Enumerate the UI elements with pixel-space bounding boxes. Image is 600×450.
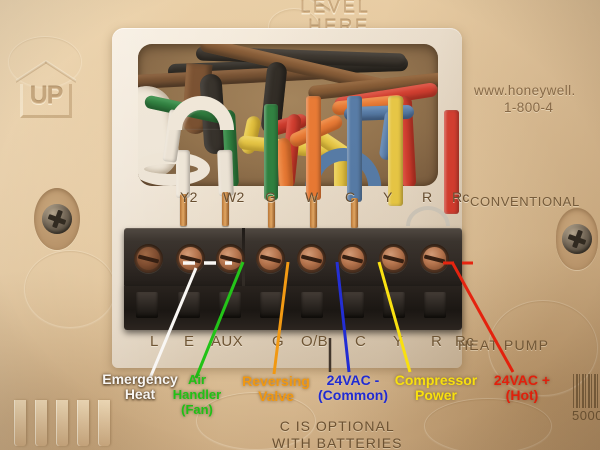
annotation-line: (Hot): [505, 387, 539, 403]
terminal-label-rc: Rc: [452, 189, 470, 205]
annotation-line: Heat: [124, 386, 156, 402]
barcode-icon: [573, 374, 600, 408]
level-line-1: LEVEL: [300, 0, 371, 18]
annotation-line: Handler: [172, 387, 222, 402]
terminal-slot[interactable]: [383, 292, 405, 318]
terminal-screw[interactable]: [259, 247, 282, 270]
terminal-label-y2: Y2: [180, 189, 198, 205]
annotation-compressor-power: Compressor Power: [390, 373, 482, 403]
terminal-label-aux: AUX: [211, 333, 244, 350]
terminal-label-g: G: [265, 189, 277, 205]
comb-tooth: [56, 400, 68, 446]
terminal-label-y: Y: [383, 189, 393, 205]
annotation-line: Valve: [258, 388, 294, 404]
mounting-screw-well-right: [556, 208, 598, 270]
heat-pump-label: HEAT PUMP: [458, 337, 550, 353]
terminal-label-g: G: [272, 333, 285, 350]
annotation-emergency-heat: Emergency Heat: [85, 372, 195, 402]
terminal-label-l: L: [150, 333, 159, 350]
terminal-label-w: W: [305, 189, 319, 205]
terminal-slot[interactable]: [136, 292, 158, 318]
terminal-screw[interactable]: [137, 247, 160, 270]
terminal-screw-well[interactable]: [297, 244, 326, 273]
copper-conductor: [351, 198, 358, 228]
terminal-label-r: R: [431, 333, 443, 350]
house-walls-icon: [20, 84, 72, 118]
terminal-block-lower: [124, 286, 462, 330]
terminal-slot[interactable]: [342, 292, 364, 318]
terminal-block-upper: [124, 228, 462, 288]
yellow-wire: [388, 96, 403, 206]
honeywell-brand-text: www.honeywell. 1-800-4: [474, 82, 576, 116]
terminal-label-c: C: [345, 189, 356, 205]
annotation-24vac-hot: 24VAC + (Hot): [482, 373, 562, 403]
terminal-label-w2: W2: [223, 189, 245, 205]
annotation-line: Power: [414, 387, 457, 403]
annotation-line: (Fan): [181, 402, 213, 417]
terminal-screw-well[interactable]: [420, 244, 449, 273]
yellow-wire: [334, 152, 348, 186]
honeywell-url: www.honeywell.: [474, 83, 576, 98]
blue-wire: [347, 96, 362, 202]
terminal-screw[interactable]: [382, 247, 405, 270]
mounting-screw-well-left: [34, 188, 80, 250]
annotation-reversing-valve: Reversing Valve: [236, 374, 316, 404]
honeywell-phone: 1-800-4: [504, 100, 554, 115]
up-orientation-marker: UP: [14, 58, 78, 120]
terminal-screw[interactable]: [341, 247, 364, 270]
c-optional-line-2: WITH BATTERIES: [272, 435, 403, 450]
terminal-label-e: E: [184, 333, 195, 350]
comb-tooth: [14, 400, 26, 446]
comb-tooth: [35, 400, 47, 446]
annotation-line: Compressor: [394, 372, 478, 388]
comb-tooth: [98, 400, 110, 446]
copper-conductor: [180, 194, 187, 226]
barcode-number: 5000: [572, 408, 600, 423]
terminal-slot[interactable]: [178, 292, 200, 318]
terminal-slot[interactable]: [424, 292, 446, 318]
red-wire: [444, 110, 459, 214]
terminal-slot[interactable]: [219, 292, 241, 318]
terminal-screw[interactable]: [300, 247, 323, 270]
terminal-screw[interactable]: [179, 247, 202, 270]
annotation-line: (Common): [318, 387, 388, 403]
annotation-line: 24VAC -: [326, 372, 380, 388]
green-wire: [264, 104, 278, 200]
c-optional-line-1: C IS OPTIONAL: [279, 418, 395, 434]
terminal-label-ob: O/B: [301, 333, 329, 350]
terminal-screw-well[interactable]: [216, 244, 245, 273]
annotation-24vac-common: 24VAC - (Common): [313, 373, 393, 403]
terminal-screw-well[interactable]: [338, 244, 367, 273]
terminal-screw[interactable]: [423, 247, 446, 270]
terminal-screw-well[interactable]: [379, 244, 408, 273]
copper-conductor: [268, 196, 275, 228]
terminal-label-c: C: [355, 333, 367, 350]
copper-conductor: [310, 196, 317, 228]
annotation-line: Emergency: [102, 371, 178, 387]
terminal-screw-well[interactable]: [256, 244, 285, 273]
terminal-screw-well[interactable]: [134, 244, 163, 273]
annotation-line: Air: [187, 372, 207, 387]
annotation-line: Reversing: [242, 373, 310, 389]
mounting-screw-right: [562, 224, 592, 254]
white-wire: [176, 150, 190, 198]
mounting-screw-left: [42, 204, 72, 234]
terminal-screw[interactable]: [219, 247, 242, 270]
orange-wire: [306, 96, 321, 200]
conventional-label: CONVENTIONAL: [470, 194, 580, 209]
wallplate-comb-teeth: [14, 400, 126, 450]
terminal-label-y: Y: [393, 333, 404, 350]
c-optional-note: C IS OPTIONAL WITH BATTERIES: [272, 418, 402, 450]
up-marker-label: UP: [29, 82, 64, 110]
annotation-line: 24VAC +: [493, 372, 551, 388]
copper-conductor: [222, 192, 229, 226]
terminal-slot[interactable]: [301, 292, 323, 318]
comb-tooth: [77, 400, 89, 446]
plate-emboss-circle: [424, 398, 552, 450]
terminal-slot[interactable]: [260, 292, 282, 318]
terminal-label-r: R: [422, 189, 433, 205]
terminal-screw-well[interactable]: [176, 244, 205, 273]
annotation-air-handler-fan: Air Handler (Fan): [160, 372, 234, 417]
